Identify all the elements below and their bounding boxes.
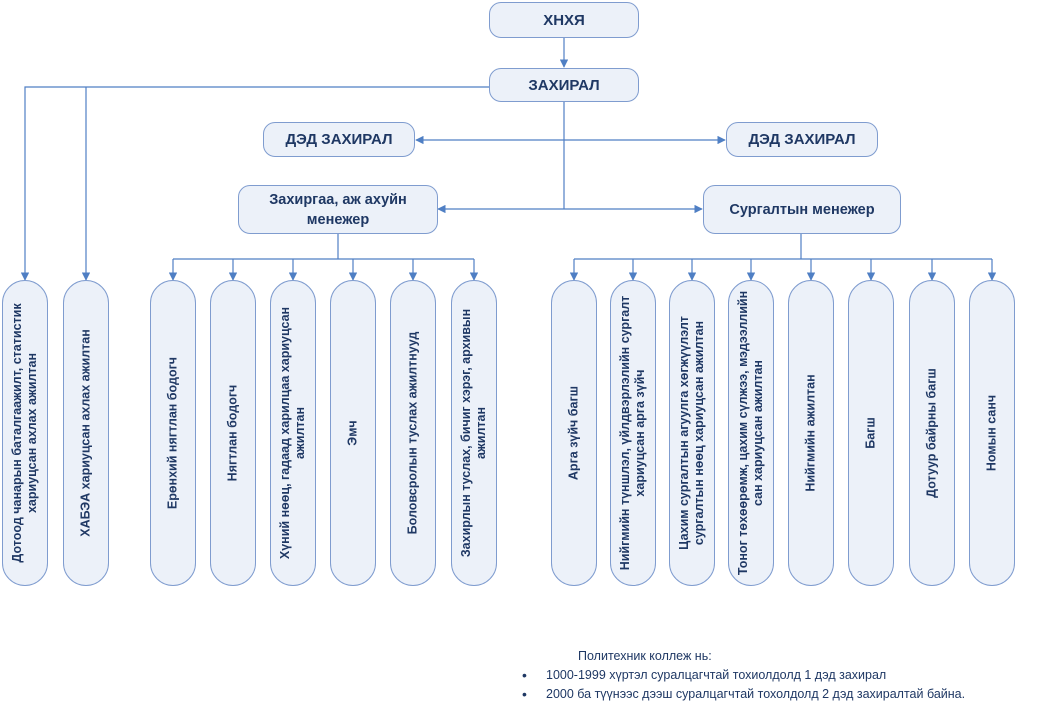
staff-social-partnership-label: Нийгмийн түншлэл, үйлдвэрлэлийн сургалт … [618,295,647,571]
staff-social-partnership: Нийгмийн түншлэл, үйлдвэрлэлийн сургалт … [610,280,656,586]
node-manager-training: Сургалтын менежер [703,185,901,234]
staff-chief-accountant: Ерөнхий нягтлан бодогч [150,280,196,586]
staff-doctor: Эмч [330,280,376,586]
node-manager-admin: Захиргаа, аж ахуйн менежер [238,185,438,234]
node-top-label: ХНХЯ [543,11,585,29]
staff-social-worker: Нийгмийн ажилтан [788,280,834,586]
node-deputy-left-label: ДЭД ЗАХИРАЛ [285,131,393,148]
staff-hr: Хүний нөөц, гадаад харилцаа хариуцсан аж… [270,280,316,586]
staff-elearning: Цахим сургалтын агуулга хөгжүүлэлт сурга… [669,280,715,586]
staff-methodologist-label: Арга зүйч багш [566,385,581,481]
staff-it-equipment: Тоног төхөөрөмж, цахим сүлжээ, мэдээллий… [728,280,774,586]
node-deputy-left: ДЭД ЗАХИРАЛ [263,122,415,157]
staff-director-assistant: Захирлын туслах, бичиг хэрэг, архивын аж… [451,280,497,586]
staff-it-equipment-label: Тоног төхөөрөмж, цахим сүлжээ, мэдээллий… [736,290,765,576]
footnote-item: 2000 ба түүнээс дээш суралцагчтай тохолд… [522,686,965,702]
link-director-staff-1 [20,86,489,281]
node-top: ХНХЯ [489,2,639,38]
staff-hr-label: Хүний нөөц, гадаад харилцаа хариуцсан аж… [278,306,307,560]
staff-methodologist: Арга зүйч багш [551,280,597,586]
node-director-label: ЗАХИРАЛ [528,76,600,94]
staff-director-assistant-label: Захирлын туслах, бичиг хэрэг, архивын аж… [459,308,488,558]
staff-chief-accountant-label: Ерөнхий нягтлан бодогч [165,356,180,510]
staff-education-assistants: Боловсролын туслах ажилтнууд [390,280,436,586]
staff-teacher-label: Багш [863,417,878,449]
node-director: ЗАХИРАЛ [489,68,639,102]
staff-quality-label: Дотоод чанарын баталгаажилт, статистик х… [10,303,39,563]
staff-librarian: Номын санч [969,280,1015,586]
staff-elearning-label: Цахим сургалтын агуулга хөгжүүлэлт сурга… [677,316,706,550]
staff-accountant: Нягтлан бодогч [210,280,256,586]
staff-accountant-label: Нягтлан бодогч [225,384,240,482]
staff-librarian-label: Номын санч [984,394,999,472]
staff-quality: Дотоод чанарын баталгаажилт, статистик х… [2,280,48,586]
staff-teacher: Багш [848,280,894,586]
staff-dorm-teacher-label: Дотуур байрны багш [924,368,939,498]
footnotes-heading: Политехник коллеж нь: [578,649,712,663]
staff-safety-label: ХАБЭА хариуцсан ахлах ажилтан [78,329,93,537]
staff-social-worker-label: Нийгмийн ажилтан [803,374,818,492]
staff-safety: ХАБЭА хариуцсан ахлах ажилтан [63,280,109,586]
node-manager-admin-label: Захиргаа, аж ахуйн менежер [269,191,407,228]
footnote-item: 1000-1999 хүртэл суралцагчтай тохиолдолд… [522,667,886,683]
node-deputy-right: ДЭД ЗАХИРАЛ [726,122,878,157]
staff-doctor-label: Эмч [345,420,360,446]
node-manager-training-label: Сургалтын менежер [729,201,875,218]
node-deputy-right-label: ДЭД ЗАХИРАЛ [748,131,856,148]
staff-dorm-teacher: Дотуур байрны багш [909,280,955,586]
staff-education-assistants-label: Боловсролын туслах ажилтнууд [405,331,420,535]
